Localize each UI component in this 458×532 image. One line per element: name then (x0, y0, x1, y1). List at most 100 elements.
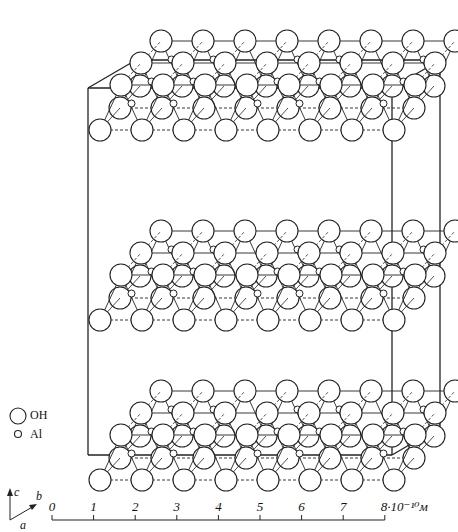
scale-number: 1 (90, 500, 97, 513)
legend-text: OH (30, 409, 47, 421)
legend-text: Al (30, 428, 42, 440)
oh-atom (194, 264, 216, 286)
oh-atom (110, 424, 132, 446)
al-atom (170, 450, 177, 457)
al-atom (170, 290, 177, 297)
oh-atom (131, 469, 153, 491)
scale-number: 4 (215, 500, 222, 513)
oh-atom (173, 309, 195, 331)
scale-tick (218, 515, 219, 520)
oh-atom (215, 469, 237, 491)
oh-atom (257, 119, 279, 141)
oh-atom (383, 119, 405, 141)
arrow-head (7, 488, 13, 496)
scale-number: 0 (49, 500, 56, 513)
oh-atom (236, 74, 258, 96)
octahedral-layer (89, 220, 458, 331)
al-atom (296, 100, 303, 107)
axis-b (10, 506, 34, 520)
axis-c (10, 492, 11, 520)
oh-atom (194, 424, 216, 446)
legend-oh-symbol (10, 408, 26, 424)
scale-tick (176, 515, 177, 520)
oh-atom (131, 309, 153, 331)
scale-tick (52, 515, 53, 520)
oh-atom (110, 74, 132, 96)
oh-atom (131, 119, 153, 141)
oh-atom (320, 424, 342, 446)
al-atom (170, 100, 177, 107)
oh-atom (173, 469, 195, 491)
scale-number: 3 (174, 500, 181, 513)
al-atom (254, 290, 261, 297)
al-atom (380, 450, 387, 457)
scale-tick (135, 515, 136, 520)
oh-atom (299, 119, 321, 141)
scale-tick (384, 515, 385, 520)
oh-atom (341, 469, 363, 491)
scale-unit: 8·10⁻¹⁰м (381, 500, 428, 513)
octahedral-layer (89, 380, 458, 491)
al-atom (296, 290, 303, 297)
oh-atom (110, 264, 132, 286)
oh-atom (215, 309, 237, 331)
scale-number: 6 (298, 500, 305, 513)
oh-atom (194, 74, 216, 96)
oh-atom (404, 264, 426, 286)
oh-atom (383, 469, 405, 491)
axis-label: c (14, 486, 19, 498)
oh-atom (257, 469, 279, 491)
al-atom (380, 100, 387, 107)
cell-edge (87, 88, 88, 455)
al-atom (254, 100, 261, 107)
oh-atom (362, 74, 384, 96)
oh-atom (383, 309, 405, 331)
oh-atom (173, 119, 195, 141)
oh-atom (320, 74, 342, 96)
al-atom (380, 290, 387, 297)
oh-atom (404, 74, 426, 96)
scale-number: 7 (340, 500, 347, 513)
octahedral-layer (89, 30, 458, 141)
oh-atom (444, 220, 458, 242)
oh-atom (362, 424, 384, 446)
al-atom (128, 450, 135, 457)
axis-label: a (20, 519, 26, 531)
oh-atom (444, 380, 458, 402)
oh-atom (278, 424, 300, 446)
oh-atom (341, 309, 363, 331)
unit-cell (88, 60, 440, 455)
oh-atom (444, 30, 458, 52)
oh-atom (89, 309, 111, 331)
oh-atom (152, 74, 174, 96)
oh-atom (236, 424, 258, 446)
scale-tick (301, 515, 302, 520)
oh-atom (299, 469, 321, 491)
oh-atom (152, 264, 174, 286)
al-atom (296, 450, 303, 457)
scale-tick (343, 515, 344, 520)
oh-atom (341, 119, 363, 141)
al-atom (128, 100, 135, 107)
axis-label: b (36, 490, 42, 502)
scale-number: 5 (257, 500, 264, 513)
scale-number: 2 (132, 500, 139, 513)
oh-atom (278, 74, 300, 96)
oh-atom (299, 309, 321, 331)
oh-atom (152, 424, 174, 446)
oh-atom (89, 119, 111, 141)
oh-atom (236, 264, 258, 286)
al-atom (128, 290, 135, 297)
oh-atom (89, 469, 111, 491)
oh-atom (257, 309, 279, 331)
oh-atom (362, 264, 384, 286)
scale-tick (260, 515, 261, 520)
arrow-head (29, 504, 37, 510)
oh-atom (404, 424, 426, 446)
al-atom (254, 450, 261, 457)
oh-atom (215, 119, 237, 141)
oh-atom (320, 264, 342, 286)
scale-tick (93, 515, 94, 520)
oh-atom (278, 264, 300, 286)
